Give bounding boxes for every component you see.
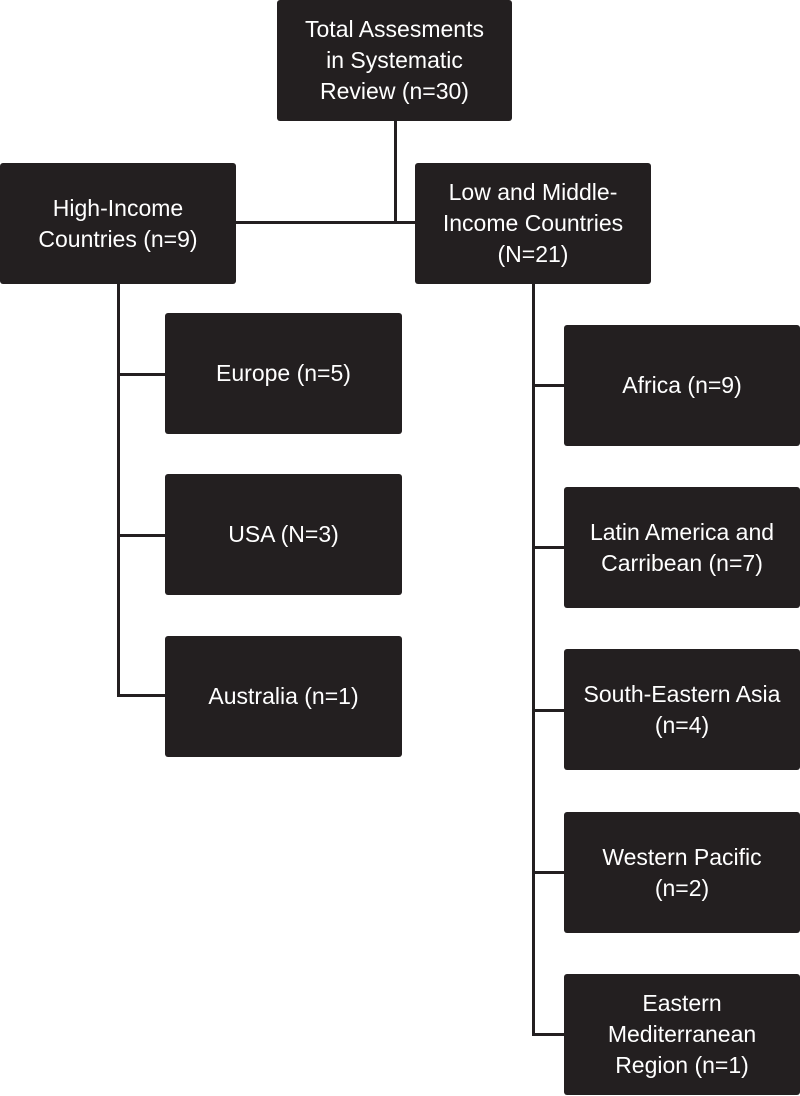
lmic-node-line-1: Low and Middle- <box>448 179 618 205</box>
tier-horizontal-connector <box>235 221 416 224</box>
usa-node: USA (N=3) <box>165 474 402 595</box>
europe-node: Europe (n=5) <box>165 313 402 434</box>
latin-america-node-line-1: Latin America and <box>589 518 775 545</box>
lmic-node-line-3: (N=21) <box>497 241 569 267</box>
australia-branch-connector <box>117 694 166 697</box>
root-node: Total Assesments in Systematic Review (n… <box>277 0 512 121</box>
high-income-node-line-1: High-Income <box>52 194 184 221</box>
latin-america-node-line-2: Carribean (n=7) <box>601 549 763 576</box>
africa-branch-connector <box>532 384 565 387</box>
eastern-mediterranean-node-line-1: Eastern <box>642 990 722 1016</box>
lmic-node-line-2: Income Countries <box>442 210 624 236</box>
root-node-line-3: Review (n=30) <box>320 78 469 104</box>
europe-branch-connector <box>117 373 166 376</box>
high-income-vertical-connector <box>117 283 120 697</box>
latin-america-branch-connector <box>532 546 565 549</box>
western-pacific-node-line-1: Western Pacific <box>602 843 762 870</box>
latin-america-node: Latin America and Carribean (n=7) <box>564 487 800 608</box>
western-pacific-branch-connector <box>532 871 565 874</box>
western-pacific-node: Western Pacific (n=2) <box>564 812 800 933</box>
eastern-mediterranean-node-line-3: Region (n=1) <box>615 1052 749 1078</box>
usa-node-label: USA (N=3) <box>228 521 339 547</box>
eastern-mediterranean-node: Eastern Mediterranean Region (n=1) <box>564 974 800 1095</box>
south-eastern-asia-node-line-1: South-Eastern Asia <box>583 680 781 707</box>
high-income-node-line-2: Countries (n=9) <box>38 225 198 252</box>
lmic-node: Low and Middle- Income Countries (N=21) <box>415 163 651 284</box>
south-eastern-asia-node: South-Eastern Asia (n=4) <box>564 649 800 770</box>
usa-branch-connector <box>117 534 166 537</box>
root-node-line-1: Total Assesments <box>305 16 484 42</box>
eastern-mediterranean-node-line-2: Mediterranean <box>607 1021 757 1047</box>
australia-node-label: Australia (n=1) <box>208 683 359 709</box>
south-eastern-asia-node-line-2: (n=4) <box>654 711 710 738</box>
lmic-vertical-connector <box>532 283 535 1035</box>
high-income-node: High-Income Countries (n=9) <box>0 163 236 284</box>
africa-node: Africa (n=9) <box>564 325 800 446</box>
australia-node: Australia (n=1) <box>165 636 402 757</box>
south-eastern-asia-branch-connector <box>532 709 565 712</box>
root-node-line-2: in Systematic <box>326 47 463 73</box>
europe-node-label: Europe (n=5) <box>216 360 351 386</box>
root-stem-connector <box>394 120 397 223</box>
eastern-mediterranean-branch-connector <box>532 1033 565 1036</box>
africa-node-label: Africa (n=9) <box>622 372 742 398</box>
western-pacific-node-line-2: (n=2) <box>654 874 710 901</box>
